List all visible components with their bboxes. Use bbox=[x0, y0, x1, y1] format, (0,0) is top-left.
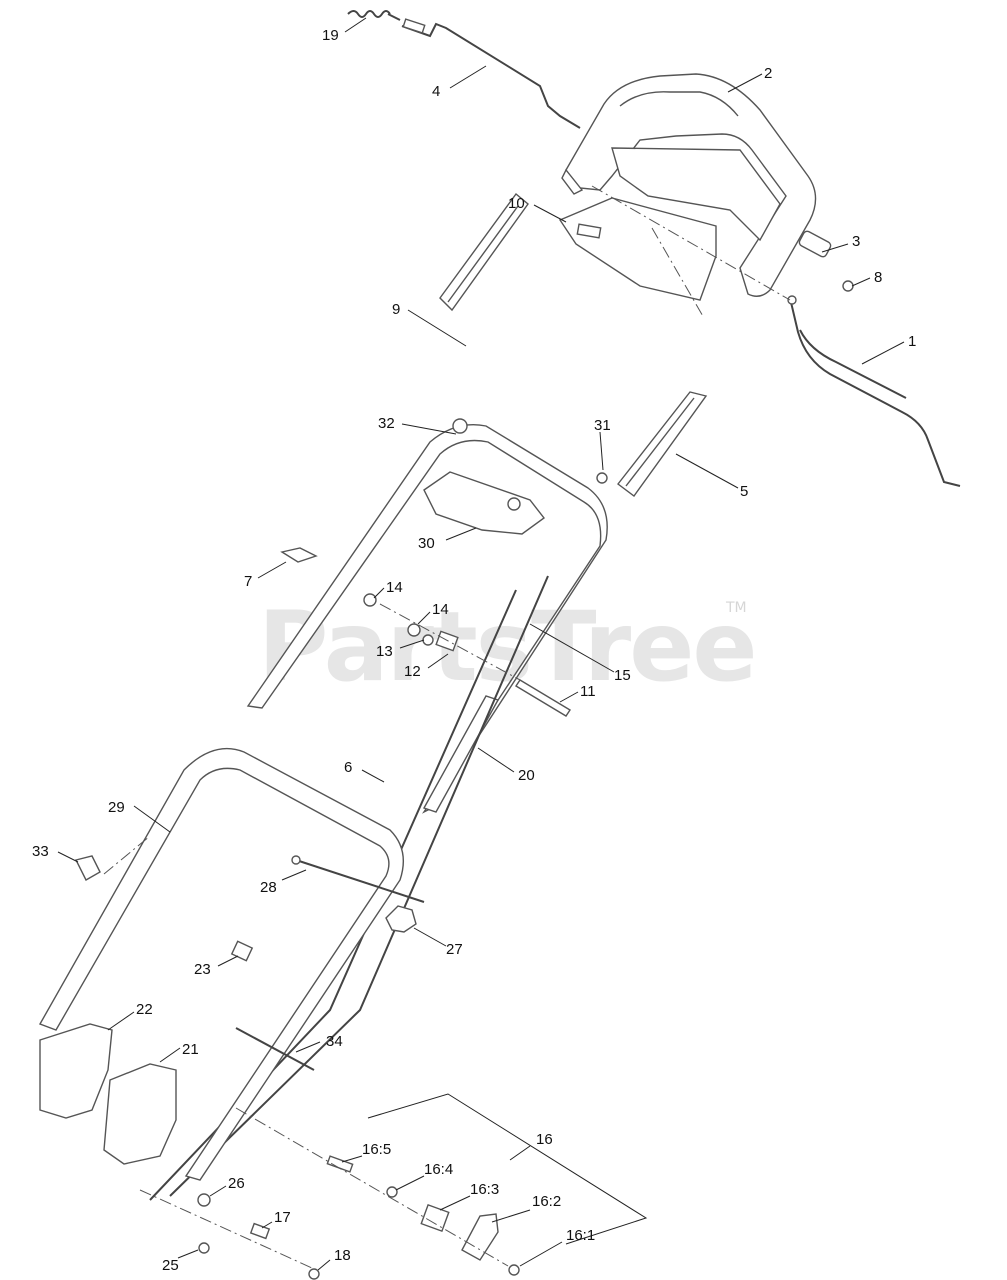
callout-16-1: 16:1 bbox=[566, 1227, 595, 1244]
callout-11: 11 bbox=[580, 683, 596, 700]
part-16-2 bbox=[461, 1213, 499, 1261]
callout-4: 4 bbox=[432, 83, 440, 100]
part-21-bracket bbox=[103, 1063, 177, 1165]
callout-5: 5 bbox=[740, 483, 748, 500]
part-12-bracket bbox=[435, 630, 459, 652]
upper-handle-frame bbox=[246, 418, 608, 814]
part-31-nut bbox=[596, 472, 608, 484]
callout-15: 15 bbox=[614, 667, 631, 684]
phantom-lines bbox=[103, 185, 791, 1269]
callout-27: 27 bbox=[446, 941, 463, 958]
part-28-bolt bbox=[291, 855, 425, 903]
callout-3: 3 bbox=[852, 233, 860, 250]
part-9-handle-cover bbox=[439, 192, 529, 312]
callout-18: 18 bbox=[334, 1247, 351, 1264]
callout-20: 20 bbox=[518, 767, 535, 784]
callout-17: 17 bbox=[274, 1209, 291, 1226]
part-34-bolt bbox=[235, 1027, 315, 1071]
callout-16-3: 16:3 bbox=[470, 1181, 499, 1198]
callout-32: 32 bbox=[378, 415, 395, 432]
part-16-assembly bbox=[326, 1093, 648, 1276]
part-3-knob bbox=[798, 230, 832, 258]
part-14-nut-b bbox=[407, 623, 421, 637]
callout-13: 13 bbox=[376, 643, 393, 660]
part-20-handle-cover bbox=[422, 695, 500, 813]
part-17-bolt bbox=[249, 1222, 271, 1240]
part-16-4 bbox=[386, 1186, 398, 1198]
callout-25: 25 bbox=[162, 1257, 179, 1274]
part-26-washer bbox=[197, 1193, 211, 1207]
callout-26: 26 bbox=[228, 1175, 245, 1192]
part-5-handle-cover bbox=[617, 391, 708, 497]
part-6-cable bbox=[149, 575, 549, 1201]
part-29-lower-handle bbox=[38, 747, 404, 1181]
callout-8: 8 bbox=[874, 269, 882, 286]
callout-16-4: 16:4 bbox=[424, 1161, 453, 1178]
part-8-washer bbox=[842, 280, 854, 292]
part-16-1 bbox=[508, 1264, 520, 1276]
part-18-nut bbox=[308, 1268, 320, 1280]
part-25-nut bbox=[198, 1242, 210, 1254]
callout-19: 19 bbox=[322, 27, 339, 44]
part-23-clip bbox=[230, 940, 254, 962]
callout-1: 1 bbox=[908, 333, 916, 350]
part-19-spring bbox=[347, 10, 401, 21]
callout-21: 21 bbox=[182, 1041, 199, 1058]
watermark-trademark: TM bbox=[725, 600, 747, 616]
callout-labels: 19 4 2 10 3 8 1 9 31 5 32 30 7 14 14 13 … bbox=[32, 27, 916, 1274]
part-1-bail bbox=[787, 295, 961, 487]
part-16-5 bbox=[326, 1155, 354, 1173]
part-10-decal bbox=[558, 197, 717, 301]
part-11-bolt bbox=[515, 679, 571, 717]
part-33-knob bbox=[74, 855, 101, 881]
callout-33: 33 bbox=[32, 843, 49, 860]
callout-29: 29 bbox=[108, 799, 125, 816]
callout-31: 31 bbox=[594, 417, 611, 434]
callout-14-a: 14 bbox=[386, 579, 403, 596]
callout-30: 30 bbox=[418, 535, 435, 552]
callout-2: 2 bbox=[764, 65, 772, 82]
part-4-rod bbox=[401, 18, 581, 129]
part-14-nut-a bbox=[363, 593, 377, 607]
callout-16-2: 16:2 bbox=[532, 1193, 561, 1210]
part-22-bracket bbox=[39, 1023, 113, 1119]
callout-16-5: 16:5 bbox=[362, 1141, 391, 1158]
callout-22: 22 bbox=[136, 1001, 153, 1018]
callout-7: 7 bbox=[244, 573, 252, 590]
part-13-washer bbox=[422, 634, 434, 646]
callout-10: 10 bbox=[508, 195, 525, 212]
callout-28: 28 bbox=[260, 879, 277, 896]
part-16-3 bbox=[420, 1203, 450, 1233]
leader-lines bbox=[57, 17, 905, 1271]
callout-34: 34 bbox=[326, 1033, 343, 1050]
part-27-star-knob bbox=[385, 905, 417, 933]
callout-23: 23 bbox=[194, 961, 211, 978]
part-7-cable-tie bbox=[280, 547, 318, 563]
callout-12: 12 bbox=[404, 663, 421, 680]
callout-14-b: 14 bbox=[432, 601, 449, 618]
callout-9: 9 bbox=[392, 301, 400, 318]
part-2-grip-handle bbox=[561, 73, 817, 297]
callout-6: 6 bbox=[344, 759, 352, 776]
callout-16: 16 bbox=[536, 1131, 553, 1148]
